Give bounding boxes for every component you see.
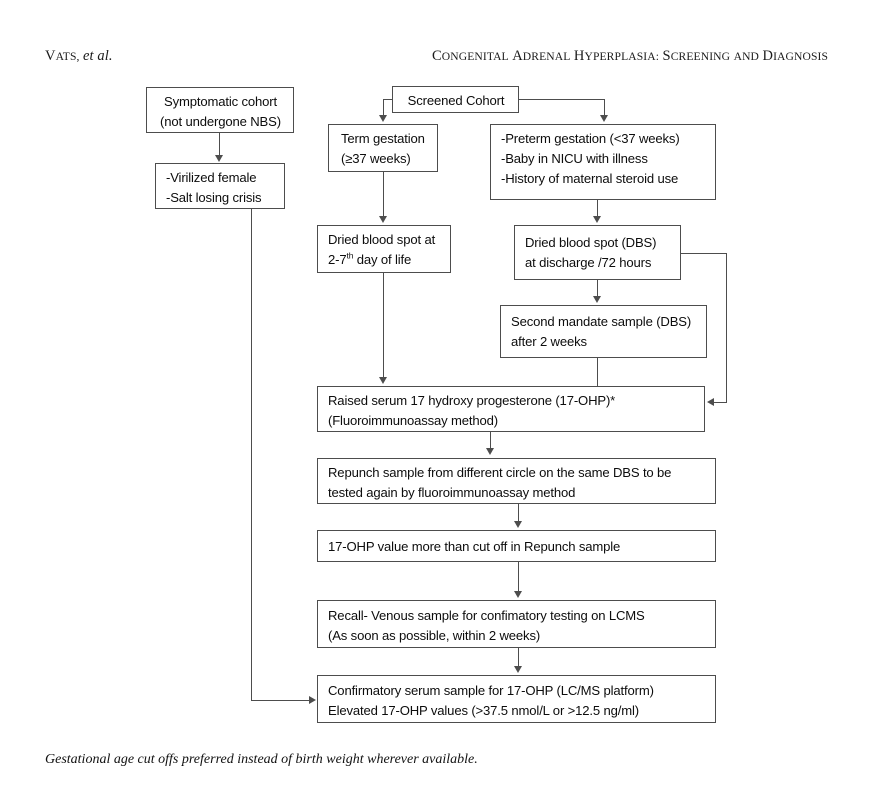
edge-feedback-top-hline — [681, 253, 727, 255]
node-dbs-preterm-line1: Dried blood spot (DBS) — [525, 235, 657, 250]
node-second-mandate-line1: Second mandate sample (DBS) — [511, 314, 692, 329]
node-term-gestation-line1: Term gestation — [341, 131, 425, 146]
node-dbs-term-line2: 2-7th day of life — [328, 250, 441, 270]
edge-dbsterm-to-raised-line — [383, 273, 385, 378]
node-second-mandate-line2: after 2 weeks — [511, 333, 587, 349]
node-dbs-term-line1: Dried blood spot at — [328, 232, 436, 247]
running-head-title: CONGENITAL ADRENAL HYPERPLASIA: SCREENIN… — [432, 48, 829, 64]
node-term-gestation[interactable]: Term gestation (≥37 weeks) — [328, 124, 438, 172]
node-dbs-preterm-line2: at discharge /72 hours — [525, 254, 652, 270]
edge-recall-to-confirmatory-line — [518, 648, 520, 667]
author-surname-rest: ATS — [55, 50, 77, 63]
node-symptoms-line1: -Virilized female — [166, 170, 257, 185]
edge-screened-to-preterm-hline — [519, 99, 605, 101]
node-preterm-criteria-line3: -History of maternal steroid use — [501, 170, 679, 186]
node-cutoff-line1: 17-OHP value more than cut off in Repunc… — [328, 539, 621, 554]
node-recall[interactable]: Recall- Venous sample for confimatory te… — [317, 600, 716, 648]
edge-screened-to-preterm-arrowhead — [600, 115, 608, 122]
edge-symptoms-to-confirmatory-hline — [251, 700, 309, 702]
edge-dbspreterm-to-second-arrowhead — [593, 296, 601, 303]
node-confirmatory-line1: Confirmatory serum sample for 17-OHP (LC… — [328, 683, 654, 698]
edge-recall-to-confirmatory-arrowhead — [514, 666, 522, 673]
node-raised-serum-line2: (Fluoroimmunoassay method) — [328, 412, 499, 428]
edge-screened-to-term-hline — [383, 99, 393, 101]
node-symptomatic-cohort[interactable]: Symptomatic cohort (not undergone NBS) — [146, 87, 294, 133]
edge-feedback-bottom-hline — [714, 402, 727, 404]
edge-raised-to-repunch-line — [490, 432, 492, 449]
edge-symptoms-to-confirmatory-arrowhead — [309, 696, 316, 704]
node-screened-cohort-line1: Screened Cohort — [407, 93, 505, 108]
node-raised-serum[interactable]: Raised serum 17 hydroxy progesterone (17… — [317, 386, 705, 432]
node-repunch[interactable]: Repunch sample from different circle on … — [317, 458, 716, 504]
running-head-author: VATS, et al. — [45, 48, 113, 65]
figure-footnote: Gestational age cut offs preferred inste… — [45, 752, 478, 767]
node-symptomatic-cohort-line2: (not undergone NBS) — [160, 113, 281, 129]
node-recall-line1: Recall- Venous sample for confimatory te… — [328, 608, 645, 623]
edge-repunch-to-cutoff-line — [518, 504, 520, 522]
edge-dbspreterm-to-second-line — [597, 280, 599, 297]
edge-screened-to-term-vline — [383, 99, 385, 116]
node-dbs-term-line2-pre: 2-7 — [328, 251, 347, 267]
edge-symptomatic-to-symptoms-line — [219, 133, 221, 155]
node-screened-cohort[interactable]: Screened Cohort — [392, 86, 519, 113]
node-preterm-criteria-line2: -Baby in NICU with illness — [501, 150, 648, 166]
edge-symptoms-to-confirmatory-vline — [251, 209, 253, 701]
edge-symptomatic-to-symptoms-arrowhead — [215, 155, 223, 162]
edge-term-to-dbs-arrowhead — [379, 216, 387, 223]
node-symptomatic-cohort-line1: Symptomatic cohort — [163, 94, 277, 109]
node-confirmatory[interactable]: Confirmatory serum sample for 17-OHP (LC… — [317, 675, 716, 723]
node-raised-serum-line1: Raised serum 17 hydroxy progesterone (17… — [328, 393, 616, 408]
edge-feedback-vline — [726, 253, 728, 403]
edge-repunch-to-cutoff-arrowhead — [514, 521, 522, 528]
node-dbs-term-line2-sup: th — [346, 250, 354, 261]
edge-feedback-arrowhead — [707, 398, 714, 406]
node-symptoms-line2: -Salt losing crisis — [166, 189, 262, 205]
node-dbs-term[interactable]: Dried blood spot at 2-7th day of life — [317, 225, 451, 273]
author-surname-initial: V — [45, 48, 56, 64]
edge-cutoff-to-recall-arrowhead — [514, 591, 522, 598]
node-term-gestation-line2: (≥37 weeks) — [341, 150, 411, 166]
edge-preterm-to-dbs-arrowhead — [593, 216, 601, 223]
node-recall-line2: (As soon as possible, within 2 weeks) — [328, 627, 541, 643]
node-cutoff[interactable]: 17-OHP value more than cut off in Repunc… — [317, 530, 716, 562]
node-confirmatory-line2: Elevated 17-OHP values (>37.5 nmol/L or … — [328, 702, 639, 718]
node-repunch-line1: Repunch sample from different circle on … — [328, 465, 672, 480]
edge-second-to-raised-line — [597, 358, 599, 386]
node-repunch-line2: tested again by fluoroimmunoassay method — [328, 484, 576, 500]
edge-cutoff-to-recall-line — [518, 562, 520, 592]
edge-term-to-dbs-line — [383, 172, 385, 217]
edge-raised-to-repunch-arrowhead — [486, 448, 494, 455]
node-symptoms[interactable]: -Virilized female -Salt losing crisis — [155, 163, 285, 209]
node-preterm-criteria-line1: -Preterm gestation (<37 weeks) — [501, 131, 680, 146]
author-etal: et al. — [82, 48, 113, 64]
edge-preterm-to-dbs-line — [597, 200, 599, 217]
author-comma: , — [76, 50, 80, 63]
node-preterm-criteria[interactable]: -Preterm gestation (<37 weeks) -Baby in … — [490, 124, 716, 200]
node-dbs-preterm[interactable]: Dried blood spot (DBS) at discharge /72 … — [514, 225, 681, 280]
node-dbs-term-line2-post: day of life — [353, 251, 412, 267]
edge-screened-to-term-arrowhead — [379, 115, 387, 122]
edge-screened-to-preterm-vline — [604, 99, 606, 116]
edge-dbsterm-to-raised-arrowhead — [379, 377, 387, 384]
node-second-mandate[interactable]: Second mandate sample (DBS) after 2 week… — [500, 305, 707, 358]
